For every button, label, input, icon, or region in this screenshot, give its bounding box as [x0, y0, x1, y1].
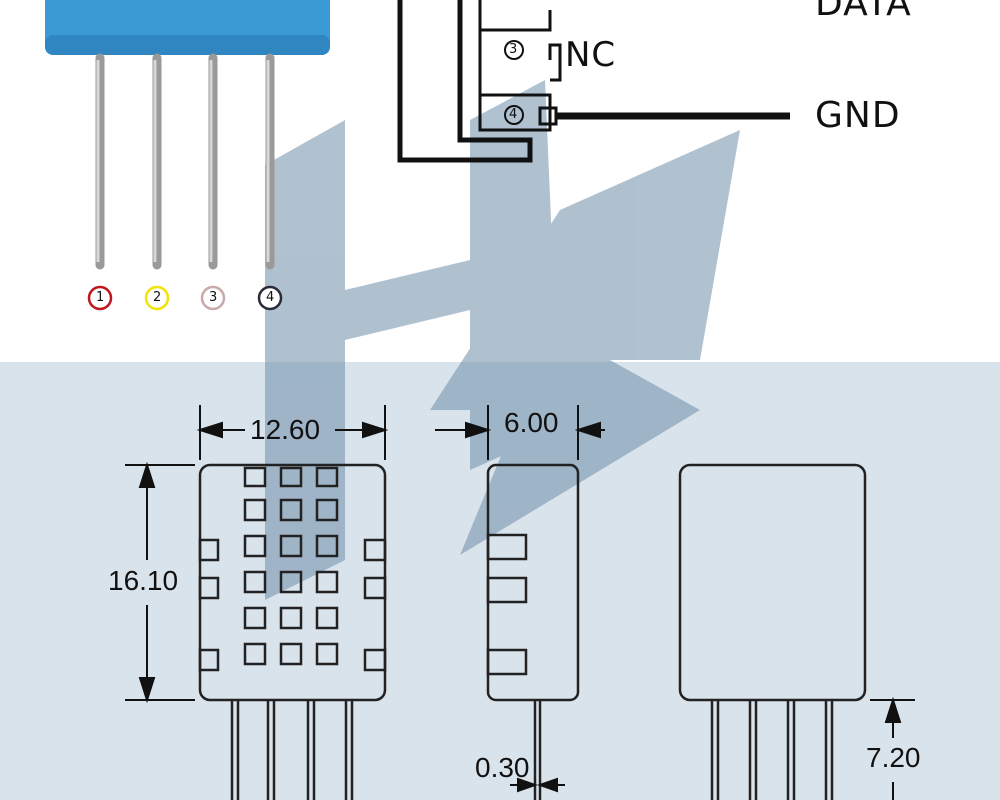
vent-hole: [243, 466, 267, 488]
sensor-photo: [45, 0, 330, 311]
hs-logo-watermark: [265, 80, 740, 600]
vent-hole: [315, 642, 339, 666]
vent-hole: [279, 498, 303, 522]
pin-2-circle: [144, 285, 170, 311]
vent-hole: [315, 570, 339, 594]
vent-hole: [279, 570, 303, 594]
height-dimension-label: 16.10: [108, 565, 179, 596]
pin-1-number: 1: [96, 290, 105, 305]
vent-hole: [243, 642, 267, 666]
vent-hole: [315, 534, 339, 558]
pin-length-dimension-label: 7.20: [866, 742, 921, 773]
vent-hole: [243, 606, 267, 630]
dimension-lines: [125, 405, 915, 800]
vent-hole: [243, 534, 267, 558]
gnd-pin-label: GND: [815, 95, 901, 136]
pin-4-number: 4: [266, 290, 275, 305]
width-dimension-label: 12.60: [250, 414, 321, 445]
connector-pin-3-number: 3: [509, 42, 518, 57]
vent-hole: [315, 606, 339, 630]
front-view: [198, 463, 387, 800]
sensor-body-base: [45, 35, 330, 55]
front-pins: [230, 700, 354, 800]
side-view: [486, 463, 580, 800]
connector-pin-4-circle: [504, 105, 524, 125]
front-side-tabs: [198, 538, 387, 672]
pin-thickness-dimension-label: 0.30: [475, 752, 530, 783]
connector-pin-4-number: 4: [509, 107, 518, 122]
vent-hole: [279, 642, 303, 666]
pin-1-circle: [87, 285, 113, 311]
vent-hole: [279, 466, 303, 488]
vent-hole: [279, 534, 303, 558]
vent-hole: [243, 498, 267, 522]
connector-schematic: [397, 0, 790, 163]
depth-dimension-label: 6.00: [504, 407, 559, 438]
connector-outline: [397, 0, 533, 163]
back-view: [678, 463, 867, 800]
vent-hole: [243, 570, 267, 594]
pin-3-circle: [200, 285, 226, 311]
vent-hole: [279, 606, 303, 630]
pin-3-number: 3: [209, 290, 218, 305]
data-pin-label: DATA: [815, 0, 912, 24]
connector-pin-3-circle: [504, 40, 524, 60]
back-view-outline: [678, 463, 867, 702]
vent-hole: [315, 466, 339, 488]
nc-pin-label: NC: [565, 35, 617, 75]
pin-4-circle: [257, 285, 283, 311]
vent-hole: [315, 498, 339, 522]
pin-2-number: 2: [153, 290, 162, 305]
